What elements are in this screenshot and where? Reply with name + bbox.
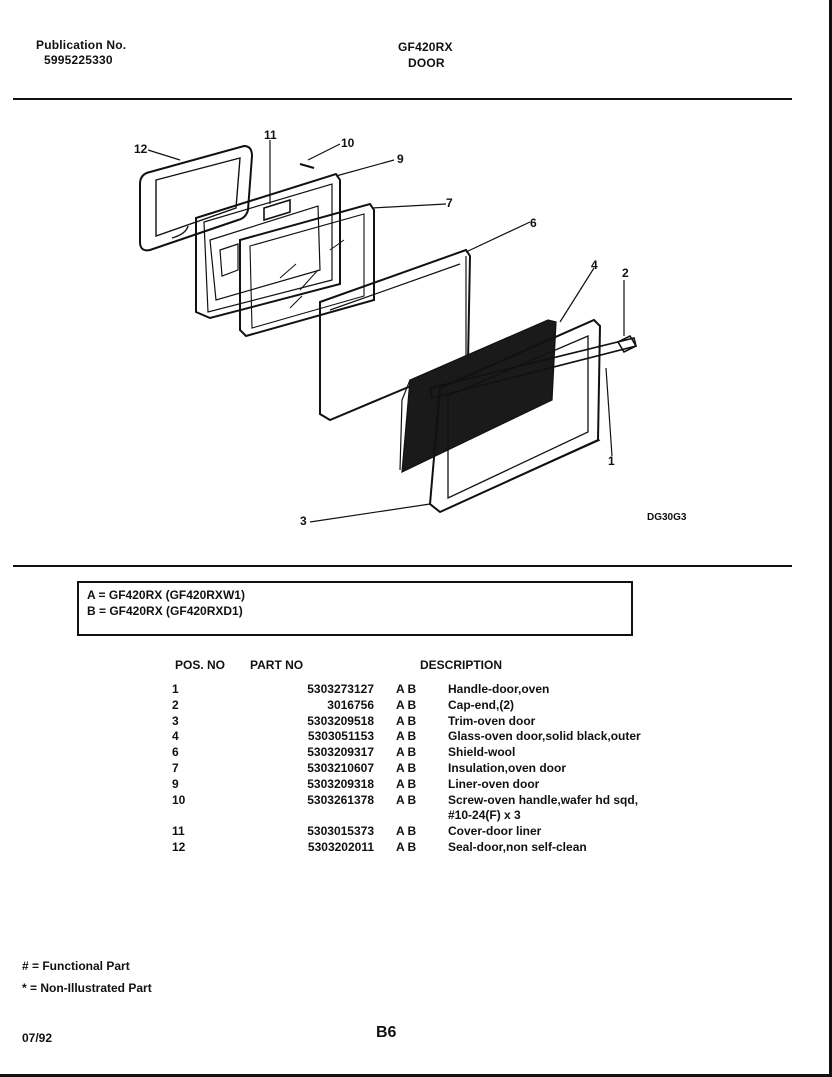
cell-part: 5303209318 bbox=[307, 776, 374, 791]
cell-part: 5303202011 bbox=[307, 839, 374, 854]
callout-3: 3 bbox=[300, 514, 307, 528]
callout-4: 4 bbox=[591, 258, 598, 272]
callout-12: 12 bbox=[134, 142, 148, 156]
callout-1: 1 bbox=[608, 454, 615, 468]
header-rule bbox=[13, 98, 792, 100]
cell-pos: 4 bbox=[172, 729, 179, 744]
cell-codes: A B bbox=[396, 713, 417, 728]
part-no-header: PART NO bbox=[250, 658, 304, 672]
cell-pos: 3 bbox=[172, 713, 179, 728]
page-number: B6 bbox=[376, 1024, 397, 1041]
table-row: 3 5303209518 A B Trim-oven door bbox=[172, 714, 678, 730]
cell-part: 5303209317 bbox=[307, 745, 374, 760]
cell-desc: Trim-oven door bbox=[448, 713, 536, 728]
seal-door-part bbox=[139, 144, 254, 252]
cell-desc: #10-24(F) x 3 bbox=[448, 808, 521, 823]
cell-pos: 12 bbox=[172, 839, 186, 854]
screw-part bbox=[299, 163, 315, 169]
legend-line-b: B = GF420RX (GF420RXD1) bbox=[87, 604, 243, 618]
cell-desc: Screw-oven handle,wafer hd sqd, bbox=[448, 792, 639, 807]
functional-part-note: # = Functional Part bbox=[22, 959, 130, 973]
cell-part bbox=[250, 808, 396, 824]
model-number: GF420RX bbox=[398, 40, 453, 54]
callout-9: 9 bbox=[397, 152, 404, 166]
cell-codes: A B bbox=[396, 824, 417, 839]
cell-desc: Shield-wool bbox=[448, 745, 516, 760]
cell-codes: A B bbox=[396, 697, 417, 712]
cell-codes bbox=[396, 808, 448, 824]
publication-label: Publication No. bbox=[36, 38, 127, 52]
cell-part: 5303051153 bbox=[307, 729, 374, 744]
callout-10: 10 bbox=[341, 136, 355, 150]
publication-number: 5995225330 bbox=[44, 53, 113, 67]
cover-door-liner-part bbox=[263, 198, 291, 222]
cell-codes: A B bbox=[396, 760, 417, 775]
cell-desc: Handle-door,oven bbox=[448, 682, 550, 696]
cell-codes: A B bbox=[396, 682, 417, 696]
cell-codes: A B bbox=[396, 729, 417, 744]
cell-desc: Insulation,oven door bbox=[448, 760, 567, 775]
non-illustrated-part-note: * = Non-Illustrated Part bbox=[22, 981, 152, 995]
cell-pos: 1 bbox=[172, 682, 179, 696]
cell-pos: 11 bbox=[172, 824, 185, 839]
cell-part: 5303210607 bbox=[307, 760, 374, 775]
cell-codes: A B bbox=[396, 792, 417, 807]
cell-desc: Seal-door,non self-clean bbox=[448, 839, 587, 854]
table-row: 12 5303202011 A B Seal-door,non self-clean bbox=[172, 840, 678, 856]
table-row: 2 3016756 A B Cap-end,(2) bbox=[172, 698, 678, 714]
glass-oven-door-part bbox=[399, 319, 557, 473]
table-row: 6 5303209317 A B Shield-wool bbox=[172, 745, 678, 761]
exploded-door-diagram bbox=[139, 140, 638, 523]
pos-no-header: POS. NO bbox=[175, 658, 226, 672]
table-row: 9 5303209318 A B Liner-oven door bbox=[172, 777, 678, 793]
legend-line-a: A = GF420RX (GF420RXW1) bbox=[87, 588, 245, 602]
cell-part: 5303015373 bbox=[307, 824, 374, 839]
cell-desc: Cap-end,(2) bbox=[448, 697, 514, 712]
cell-codes: A B bbox=[396, 776, 417, 791]
drawing-code: DG30G3 bbox=[647, 512, 687, 523]
description-header: DESCRIPTION bbox=[420, 658, 503, 672]
model-legend: A = GF420RX (GF420RXW1) B = GF420RX (GF4… bbox=[77, 581, 633, 636]
cell-pos: 7 bbox=[172, 760, 179, 775]
parts-table: 1 5303273127 A B Handle-door,oven 2 3016756 A … bbox=[172, 682, 678, 856]
cell-part: 5303209518 bbox=[307, 713, 374, 728]
cell-codes: A B bbox=[396, 839, 417, 854]
cell-desc: Cover-door liner bbox=[448, 824, 542, 839]
callout-7: 7 bbox=[446, 196, 453, 210]
section-title: DOOR bbox=[408, 56, 445, 70]
liner-oven-door-part bbox=[195, 172, 341, 320]
cell-part: 3016756 bbox=[327, 697, 374, 712]
cell-pos: 2 bbox=[172, 697, 179, 712]
cell-pos: 6 bbox=[172, 745, 179, 760]
diagram-rule bbox=[13, 565, 792, 567]
table-row: 4 5303051153 A B Glass-oven door,solid blac… bbox=[172, 729, 678, 745]
cell-part: 5303261378 bbox=[307, 792, 374, 807]
revision-date: 07/92 bbox=[22, 1031, 53, 1045]
table-row: 10 5303261378 A B Screw-oven handle,wafer h… bbox=[172, 793, 678, 809]
callout-6: 6 bbox=[530, 216, 537, 230]
table-row: 11 5303015373 A B Cover-door liner bbox=[172, 824, 678, 840]
cap-end-part bbox=[616, 334, 638, 354]
cell-desc: Glass-oven door,solid black,outer bbox=[448, 729, 641, 744]
cell-desc: Liner-oven door bbox=[448, 776, 540, 791]
cell-pos: 10 bbox=[172, 792, 186, 807]
table-row: 7 5303210607 A B Insulation,oven door bbox=[172, 761, 678, 777]
insulation-panel-part bbox=[239, 202, 375, 338]
cell-pos bbox=[172, 808, 250, 824]
cell-pos: 9 bbox=[172, 776, 179, 791]
table-row: #10-24(F) x 3 bbox=[172, 808, 678, 824]
callout-11: 11 bbox=[264, 128, 277, 142]
callout-2: 2 bbox=[622, 266, 629, 280]
table-row: 1 5303273127 A B Handle-door,oven bbox=[172, 682, 678, 698]
cell-part: 5303273127 bbox=[307, 682, 374, 696]
cell-codes: A B bbox=[396, 745, 417, 760]
